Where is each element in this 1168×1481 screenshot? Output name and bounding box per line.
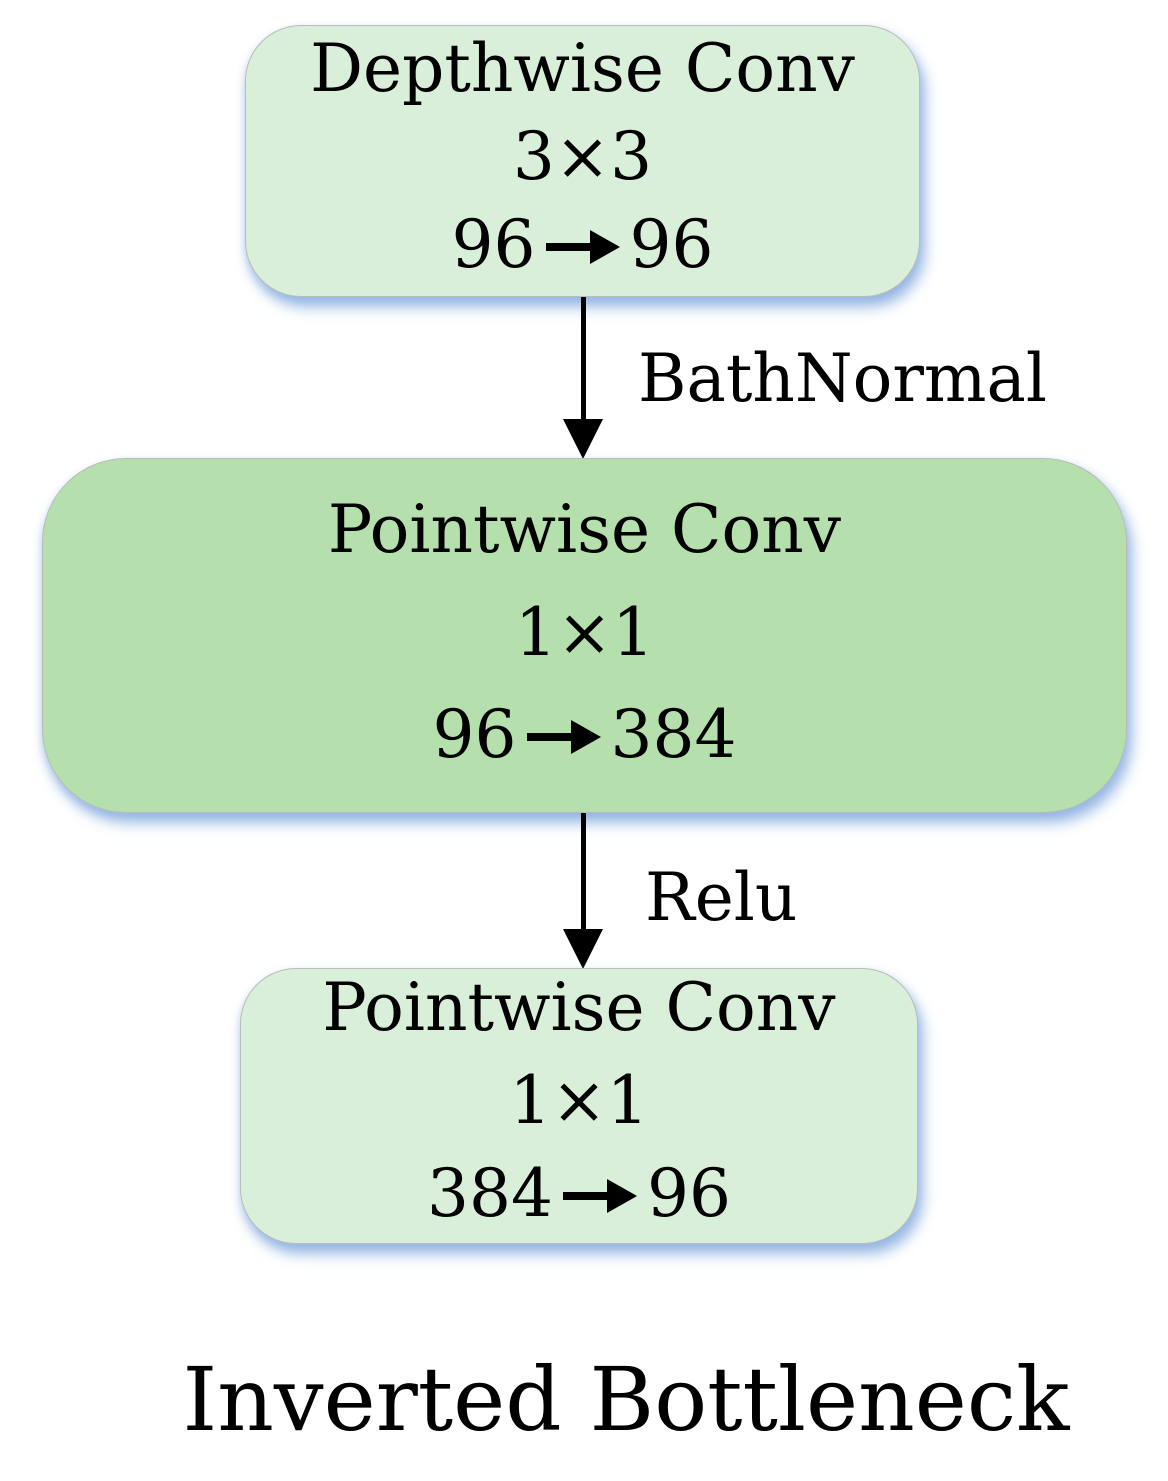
node-title: Pointwise Conv bbox=[322, 969, 836, 1046]
channels-in: 384 bbox=[427, 1155, 553, 1233]
channel-mapping: 96 384 bbox=[433, 698, 737, 772]
edge-label-relu: Relu bbox=[645, 859, 798, 936]
right-arrow-icon bbox=[563, 1179, 637, 1214]
kernel-size: 1×1 bbox=[509, 1062, 649, 1140]
channels-in: 96 bbox=[432, 696, 517, 774]
down-arrow-icon bbox=[581, 813, 586, 931]
edge-label-batchnorm: BathNormal bbox=[638, 340, 1047, 417]
pointwise-conv-expand-node: Pointwise Conv 1×1 96 384 bbox=[42, 458, 1127, 813]
down-arrowhead-icon bbox=[563, 929, 603, 969]
node-title: Pointwise Conv bbox=[327, 491, 842, 568]
node-title: Depthwise Conv bbox=[310, 30, 855, 107]
channel-mapping: 384 96 bbox=[427, 1157, 731, 1231]
depthwise-conv-node: Depthwise Conv 3×3 96 96 bbox=[245, 25, 920, 297]
down-arrow-icon bbox=[581, 297, 586, 421]
kernel-size: 1×1 bbox=[514, 593, 655, 671]
channels-in: 96 bbox=[451, 206, 536, 284]
down-arrowhead-icon bbox=[563, 419, 603, 459]
channel-mapping: 96 96 bbox=[452, 208, 714, 282]
channels-out: 96 bbox=[647, 1155, 731, 1233]
right-arrow-icon bbox=[545, 230, 620, 265]
right-arrow-icon bbox=[526, 720, 601, 755]
diagram-caption: Inverted Bottleneck bbox=[182, 1348, 1070, 1451]
kernel-size: 3×3 bbox=[512, 118, 653, 196]
channels-out: 384 bbox=[610, 696, 737, 774]
channels-out: 96 bbox=[629, 206, 714, 284]
pointwise-conv-project-node: Pointwise Conv 1×1 384 96 bbox=[240, 968, 918, 1244]
